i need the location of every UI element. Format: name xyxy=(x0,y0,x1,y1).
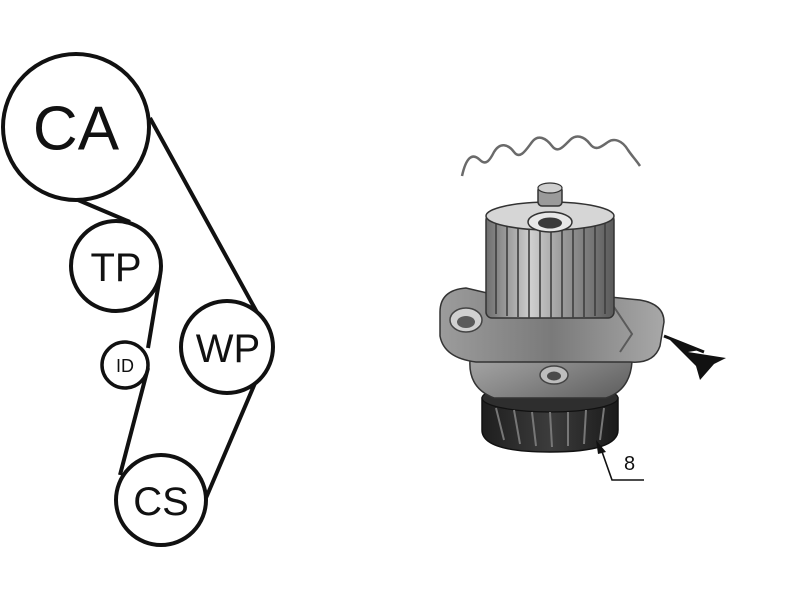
part-callout: 8 xyxy=(596,440,644,481)
gasket-seal xyxy=(460,135,642,177)
callout-arrowhead-icon xyxy=(596,440,606,454)
belt-segment-ca-wp xyxy=(148,117,272,337)
pulley-idler: ID xyxy=(100,340,150,390)
pulley-tensioner-label: TP xyxy=(90,246,141,290)
impeller-vanes xyxy=(495,407,605,448)
pulley-tensioner-circle xyxy=(69,219,163,313)
pulley-tensioner: TP xyxy=(69,219,163,313)
water-pump-illustration: 8 xyxy=(439,135,726,481)
pulley-camshaft: CA xyxy=(1,52,151,202)
pulley-idler-circle xyxy=(100,340,150,390)
rotation-arrow-shaft xyxy=(663,334,705,354)
pulley-water-pump-circle xyxy=(179,299,275,395)
drive-gear-teeth xyxy=(495,218,606,318)
pulley-crankshaft: CS xyxy=(114,453,208,547)
belt-segment-tp-ca xyxy=(77,198,131,224)
pulley-water-pump: WP xyxy=(179,299,275,395)
rotation-arrow-head-outer xyxy=(666,336,726,380)
pulley-idler-label: ID xyxy=(116,356,134,376)
pulley-camshaft-label: CA xyxy=(33,95,120,164)
callout-number: 8 xyxy=(624,453,635,475)
flange-bolt-hole-bottom-inner xyxy=(547,371,561,381)
pulley-water-pump-label: WP xyxy=(196,327,260,371)
pulley-crankshaft-label: CS xyxy=(133,480,189,524)
pulley-crankshaft-circle xyxy=(114,453,208,547)
belt-segment-cs-id xyxy=(118,367,150,476)
timing-belt-diagram: CA TP ID WP CS xyxy=(1,52,275,547)
flange-rib-right xyxy=(611,303,634,353)
rotation-arrow-icon xyxy=(663,334,726,380)
drive-gear-bore xyxy=(538,217,562,229)
callout-leader-line xyxy=(599,445,644,481)
drive-gear xyxy=(485,182,615,319)
pulley-camshaft-circle xyxy=(1,52,151,202)
flange-bolt-hole-left-inner xyxy=(457,316,475,328)
belt-segment-id-tp xyxy=(146,275,162,349)
drive-gear-shaft-cap xyxy=(537,182,563,194)
